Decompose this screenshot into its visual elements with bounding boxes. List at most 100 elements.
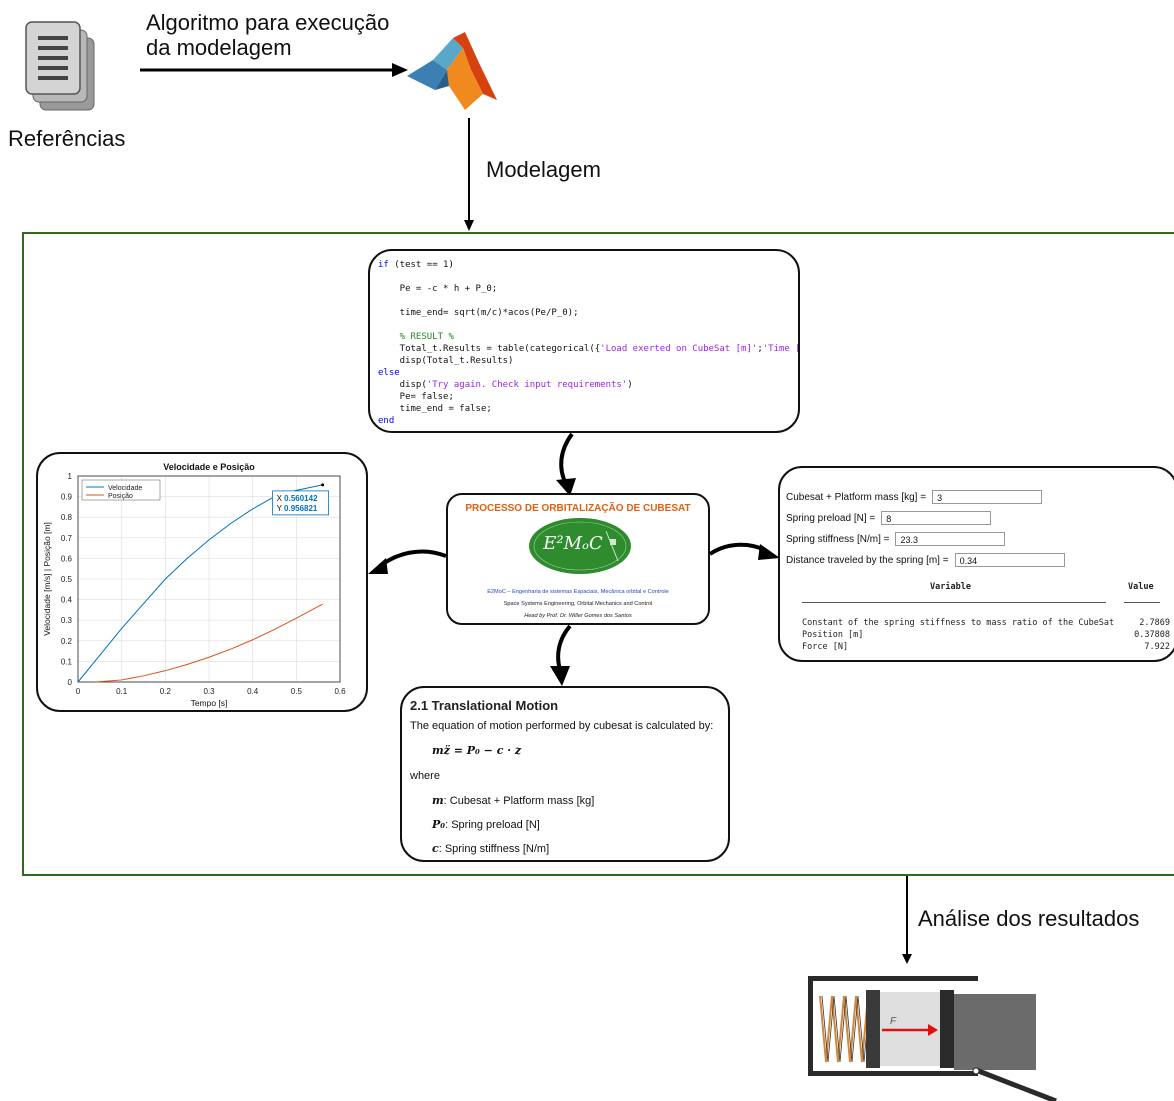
code-line [378, 295, 798, 307]
plot-panel: 0 0.1 0.2 0.3 0.4 0.5 0.6 0 0.1 0.2 0.3 0.4 0.5 0.6 0.… [36, 452, 368, 712]
y-tick-label: 0.9 [61, 493, 73, 502]
param-distance-input[interactable]: 0.34 [954, 553, 1065, 567]
desc-m: : Cubesat + Platform mass [kg] [443, 795, 595, 807]
process-title: PROCESSO DE ORBITALIZAÇÃO DE CUBESAT [465, 503, 691, 514]
motion-intro: The equation of motion performed by cube… [410, 720, 714, 732]
results-header-variable: Variable [930, 582, 971, 592]
datatip-x: X 0.560142 [277, 494, 318, 503]
x-tick-label: 0.3 [203, 687, 215, 696]
code-line: Pe = -c * h + P_0; [378, 284, 498, 294]
results-row-value: 2.7869 [1139, 618, 1170, 628]
y-axis-label: Velocidade [m/s] | Posição [m] [42, 522, 52, 636]
code-line: % RESULT % [378, 332, 454, 342]
y-tick-label: 0.1 [61, 657, 73, 666]
code-line [378, 271, 798, 283]
process-line3: Head by Prof. Dr. Willer Gomes dos Santo… [524, 613, 632, 619]
param-preload-input[interactable]: 8 [881, 511, 992, 525]
datatip-box [272, 490, 329, 516]
y-tick-label: 0.3 [61, 616, 73, 625]
param-stiffness-label: Spring stiffness [N/m] = [786, 533, 890, 545]
references-label: Referências [8, 126, 126, 151]
results-row-value: 7.922 [1144, 642, 1170, 652]
arrow-to-matlab [140, 63, 408, 77]
motion-def-m: m: Cubesat + Platform mass [kg] [432, 794, 594, 807]
algorithm-label: Algoritmo para execução da modelagem [146, 10, 389, 60]
y-tick-label: 0.7 [61, 534, 73, 543]
params-panel: Cubesat + Platform mass [kg] = 3 Spring … [778, 466, 1174, 662]
x-axis-label: Tempo [s] [191, 698, 228, 708]
param-stiffness-input[interactable]: 23.3 [895, 532, 1006, 546]
y-tick-label: 1 [68, 472, 73, 481]
spring-mechanism-diagram [808, 976, 1057, 1101]
modeling-frame [22, 232, 1174, 876]
code-line: disp(Total_t.Results) [378, 356, 514, 366]
symbol-m: m [432, 794, 444, 807]
code-line [378, 319, 798, 331]
y-tick-label: 0.2 [61, 637, 73, 646]
desc-p0: : Spring preload [N] [445, 819, 540, 831]
velocity-position-chart: 0 0.1 0.2 0.3 0.4 0.5 0.6 0 0.1 0.2 0.3 0.4 0.5 0.6 0.… [42, 462, 346, 708]
matlab-logo-icon [407, 32, 497, 110]
datatip-marker [321, 483, 325, 487]
analysis-label: Análise dos resultados [918, 906, 1140, 931]
e2moc-logo-icon [529, 518, 631, 574]
arrow-center-to-params [708, 542, 780, 560]
param-distance-label: Distance traveled by the spring [m] = [786, 554, 949, 566]
arrow-center-to-motion [550, 624, 572, 686]
process-panel: PROCESSO DE ORBITALIZAÇÃO DE CUBESAT E²M… [446, 493, 710, 625]
x-tick-label: 0.6 [334, 687, 346, 696]
motion-def-p: P₀: Spring preload [N] [432, 818, 540, 831]
process-line2: Space Systems Engineering, Orbital Mecha… [503, 601, 653, 607]
arrow-code-to-center [556, 432, 576, 496]
force-label: F [890, 1016, 897, 1027]
param-preload-row: Spring preload [N] = 8 [786, 511, 992, 525]
results-row-name: Force [N] [802, 642, 849, 652]
motion-where: where [410, 770, 440, 782]
references-document-icon [25, 21, 95, 111]
y-tick-label: 0.6 [61, 554, 73, 563]
code-line: disp('Try again. Check input requirement… [378, 380, 633, 390]
results-header-value: Value [1128, 582, 1154, 592]
series-line-1 [95, 603, 323, 683]
motion-panel: 2.1 Translational Motion The equation of… [400, 686, 730, 862]
param-preload-label: Spring preload [N] = [786, 512, 876, 524]
y-tick-label: 0.4 [61, 596, 73, 605]
param-mass-input[interactable]: 3 [932, 490, 1043, 504]
code-panel: if (test == 1) Pe = -c * h + P_0; time_e… [368, 249, 800, 433]
param-mass-label: Cubesat + Platform mass [kg] = [786, 491, 927, 503]
x-tick-label: 0.1 [116, 687, 128, 696]
x-tick-label: 0.2 [160, 687, 172, 696]
x-tick-label: 0.5 [291, 687, 303, 696]
code-line: else [378, 368, 400, 378]
x-tick-label: 0 [76, 687, 81, 696]
legend-label: Posição [108, 493, 133, 500]
y-tick-label: 0 [68, 678, 73, 687]
results-row-value: 0.37808 [1134, 630, 1170, 640]
arrow-center-to-plot [368, 549, 447, 574]
algorithm-label-line2: da modelagem [146, 35, 292, 60]
motion-def-c: c: Spring stiffness [N/m] [432, 842, 549, 855]
arrow-analysis [902, 876, 912, 964]
algorithm-label-line1: Algoritmo para execução [146, 10, 390, 35]
param-mass-row: Cubesat + Platform mass [kg] = 3 [786, 490, 1043, 504]
code-line: time_end= sqrt(m/c)*acos(Pe/P_0); [378, 308, 579, 318]
code-line: time_end = false; [378, 404, 492, 414]
arrow-modeling [464, 118, 474, 231]
results-divider-value [1124, 602, 1160, 603]
e2moc-logo-text: E²MₒC [543, 533, 603, 554]
code-line: end [378, 416, 395, 426]
code-line: if (test == 1) [378, 260, 454, 270]
results-row-name: Position [m] [802, 630, 864, 640]
plot-frame [77, 475, 341, 683]
chart-title: Velocidade e Posição [163, 462, 255, 472]
code-line: Total_t.Results = table(categorical({'Lo… [378, 344, 798, 354]
y-tick-label: 0.5 [61, 575, 73, 584]
legend-label: Velocidade [108, 485, 142, 492]
code-block: if (test == 1) Pe = -c * h + P_0; time_e… [378, 259, 798, 427]
x-tick-label: 0.4 [247, 687, 259, 696]
results-row-name: Constant of the spring stiffness to mass… [802, 618, 1115, 628]
symbol-p0: P₀ [432, 818, 446, 831]
symbol-c: c [432, 842, 439, 855]
modeling-label: Modelagem [486, 157, 601, 182]
param-distance-row: Distance traveled by the spring [m] = 0.… [786, 553, 1065, 567]
